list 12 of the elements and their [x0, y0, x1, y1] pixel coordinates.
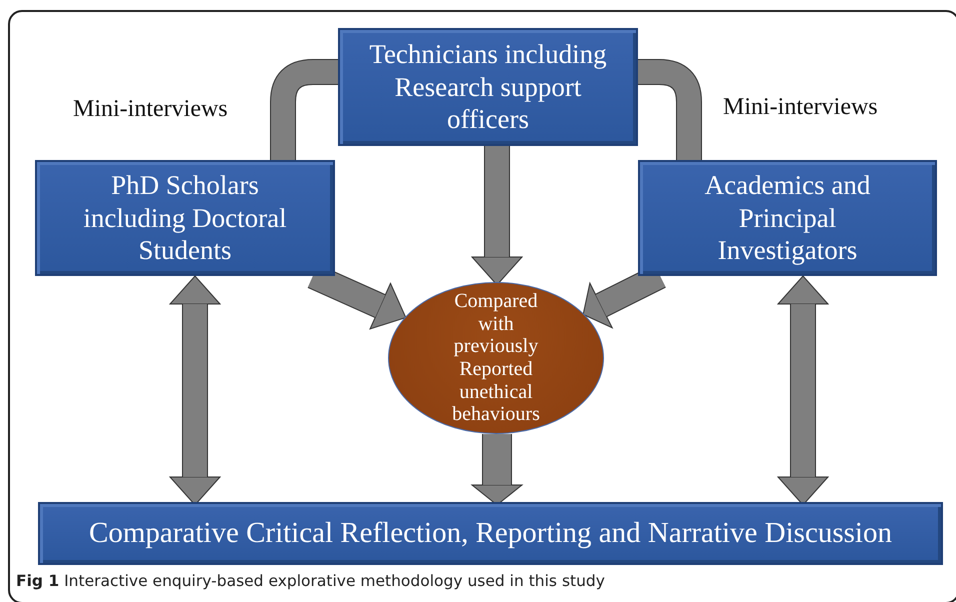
process-box: [38, 502, 943, 565]
node-text: Technicians including Research support officers: [368, 38, 608, 136]
node-text: Compared with previously Reported unethical behaviours: [451, 290, 541, 426]
figure-caption: Fig 1 Interactive enquiry-based explorative methodology used in this study: [16, 572, 605, 590]
edge-label: Mini-interviews: [723, 94, 878, 121]
node-text: Comparative Critical Reflection, Reporting and Narrative Discussion: [89, 516, 892, 551]
process-box: [638, 160, 937, 276]
process-box: [338, 28, 638, 146]
edge-label: Mini-interviews: [73, 96, 228, 123]
node-text: PhD Scholars including Doctoral Students: [82, 169, 288, 267]
node-text: Academics and Principal Investigators: [704, 169, 872, 267]
process-box: [35, 160, 335, 276]
